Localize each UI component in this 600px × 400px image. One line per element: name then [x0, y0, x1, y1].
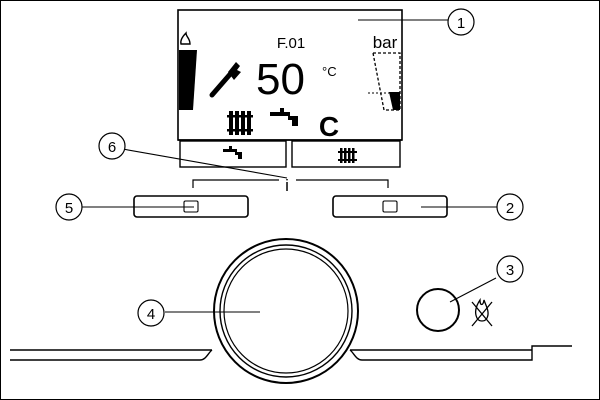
panel-edge [10, 345, 572, 361]
button-icon [382, 200, 398, 213]
pressure-gauge-icon [368, 52, 401, 111]
flame-reset-icon [471, 297, 493, 327]
temperature-unit: °C [322, 64, 337, 79]
callout-2: 2 [496, 193, 524, 221]
rotary-knob[interactable] [213, 238, 359, 384]
callout-5: 5 [55, 193, 83, 221]
svg-text:6: 6 [108, 139, 116, 156]
reset-button[interactable] [416, 288, 460, 332]
callout-1: 1 [447, 8, 475, 36]
info-bracket [192, 179, 389, 188]
callout-6: 6 [98, 132, 126, 160]
softkey-label-left [179, 140, 287, 168]
wrench-icon [209, 62, 241, 98]
svg-text:2: 2 [506, 200, 514, 217]
status-letter: C [319, 111, 339, 142]
info-label: i [285, 176, 289, 195]
leader-lines [82, 19, 497, 313]
tap-icon [223, 146, 242, 159]
display-screen: F.01 50 °C bar [177, 9, 403, 168]
pressure-unit: bar [373, 33, 398, 52]
temperature-value: 50 [256, 55, 305, 104]
radiator-icon [338, 148, 357, 163]
svg-text:1: 1 [457, 15, 465, 32]
flame-gauge-icon [179, 31, 197, 110]
callout-3: 3 [496, 255, 524, 283]
fault-code: F.01 [277, 35, 305, 52]
radiator-icon [227, 111, 253, 135]
callout-4: 4 [137, 299, 165, 327]
svg-text:5: 5 [65, 200, 73, 217]
svg-text:4: 4 [147, 306, 155, 323]
svg-text:3: 3 [506, 262, 514, 279]
tap-icon [270, 108, 298, 126]
